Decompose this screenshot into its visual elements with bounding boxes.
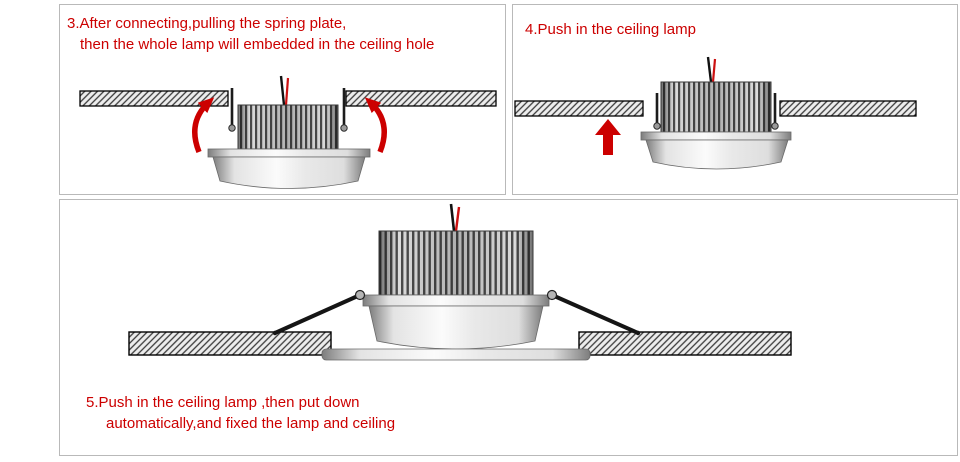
trim-ring [321,348,591,361]
step4-diagram [514,56,917,170]
spring-pivot-left [354,289,366,301]
spring-pivot-right [546,289,558,301]
panel-step3: 3.After connecting,pulling the spring pl… [59,4,506,195]
wire-red [454,206,461,232]
lamp-body [207,148,371,189]
step5-diagram [128,203,792,361]
step3-caption: 3.After connecting,pulling the spring pl… [67,13,434,55]
up-arrow-icon [595,119,621,155]
panel-step4: 4.Push in the ceiling lamp [512,4,958,195]
spring-pin-left-tip [653,122,661,130]
ceiling-right [779,100,917,117]
ceiling-left [128,331,332,356]
spring-arm-right-foot [635,330,641,336]
step5-caption-line2: automatically,and fixed the lamp and cei… [106,415,396,432]
spring-arm-left-foot [272,330,278,336]
curved-arrow-left-icon [192,97,215,154]
lamp-heatsink [660,81,772,133]
spring-pin-right-tip [340,124,348,132]
ceiling-right [578,331,792,356]
lamp-body [640,131,792,170]
lamp-heatsink [237,104,339,150]
spring-arm-left [273,293,362,335]
ceiling-right [345,90,497,107]
spring-arm-right [550,293,640,335]
step3-caption-line2: then the whole lamp will embedded in the… [80,36,435,53]
curved-arrow-right-icon [364,97,387,154]
step5-caption-line1: 5.Push in the ceiling lamp ,then put dow… [86,394,360,411]
wire-black [706,56,713,83]
ceiling-left [79,90,229,107]
wire-red [284,77,290,106]
spring-pin-left-tip [228,124,236,132]
lamp-heatsink [378,230,534,296]
step4-caption: 4.Push in the ceiling lamp [525,19,696,40]
step5-caption: 5.Push in the ceiling lamp ,then put dow… [86,392,395,434]
step3-diagram [79,75,497,189]
wire-red [711,58,717,83]
spring-pin-right-tip [771,122,779,130]
ceiling-left [514,100,644,117]
step3-caption-line1: 3.After connecting,pulling the spring pl… [67,15,347,32]
wire-black [449,203,456,232]
lamp-body [321,294,591,361]
wire-black [279,75,286,106]
step4-caption-line1: 4.Push in the ceiling lamp [525,21,696,38]
panel-step5: 5.Push in the ceiling lamp ,then put dow… [59,199,958,456]
